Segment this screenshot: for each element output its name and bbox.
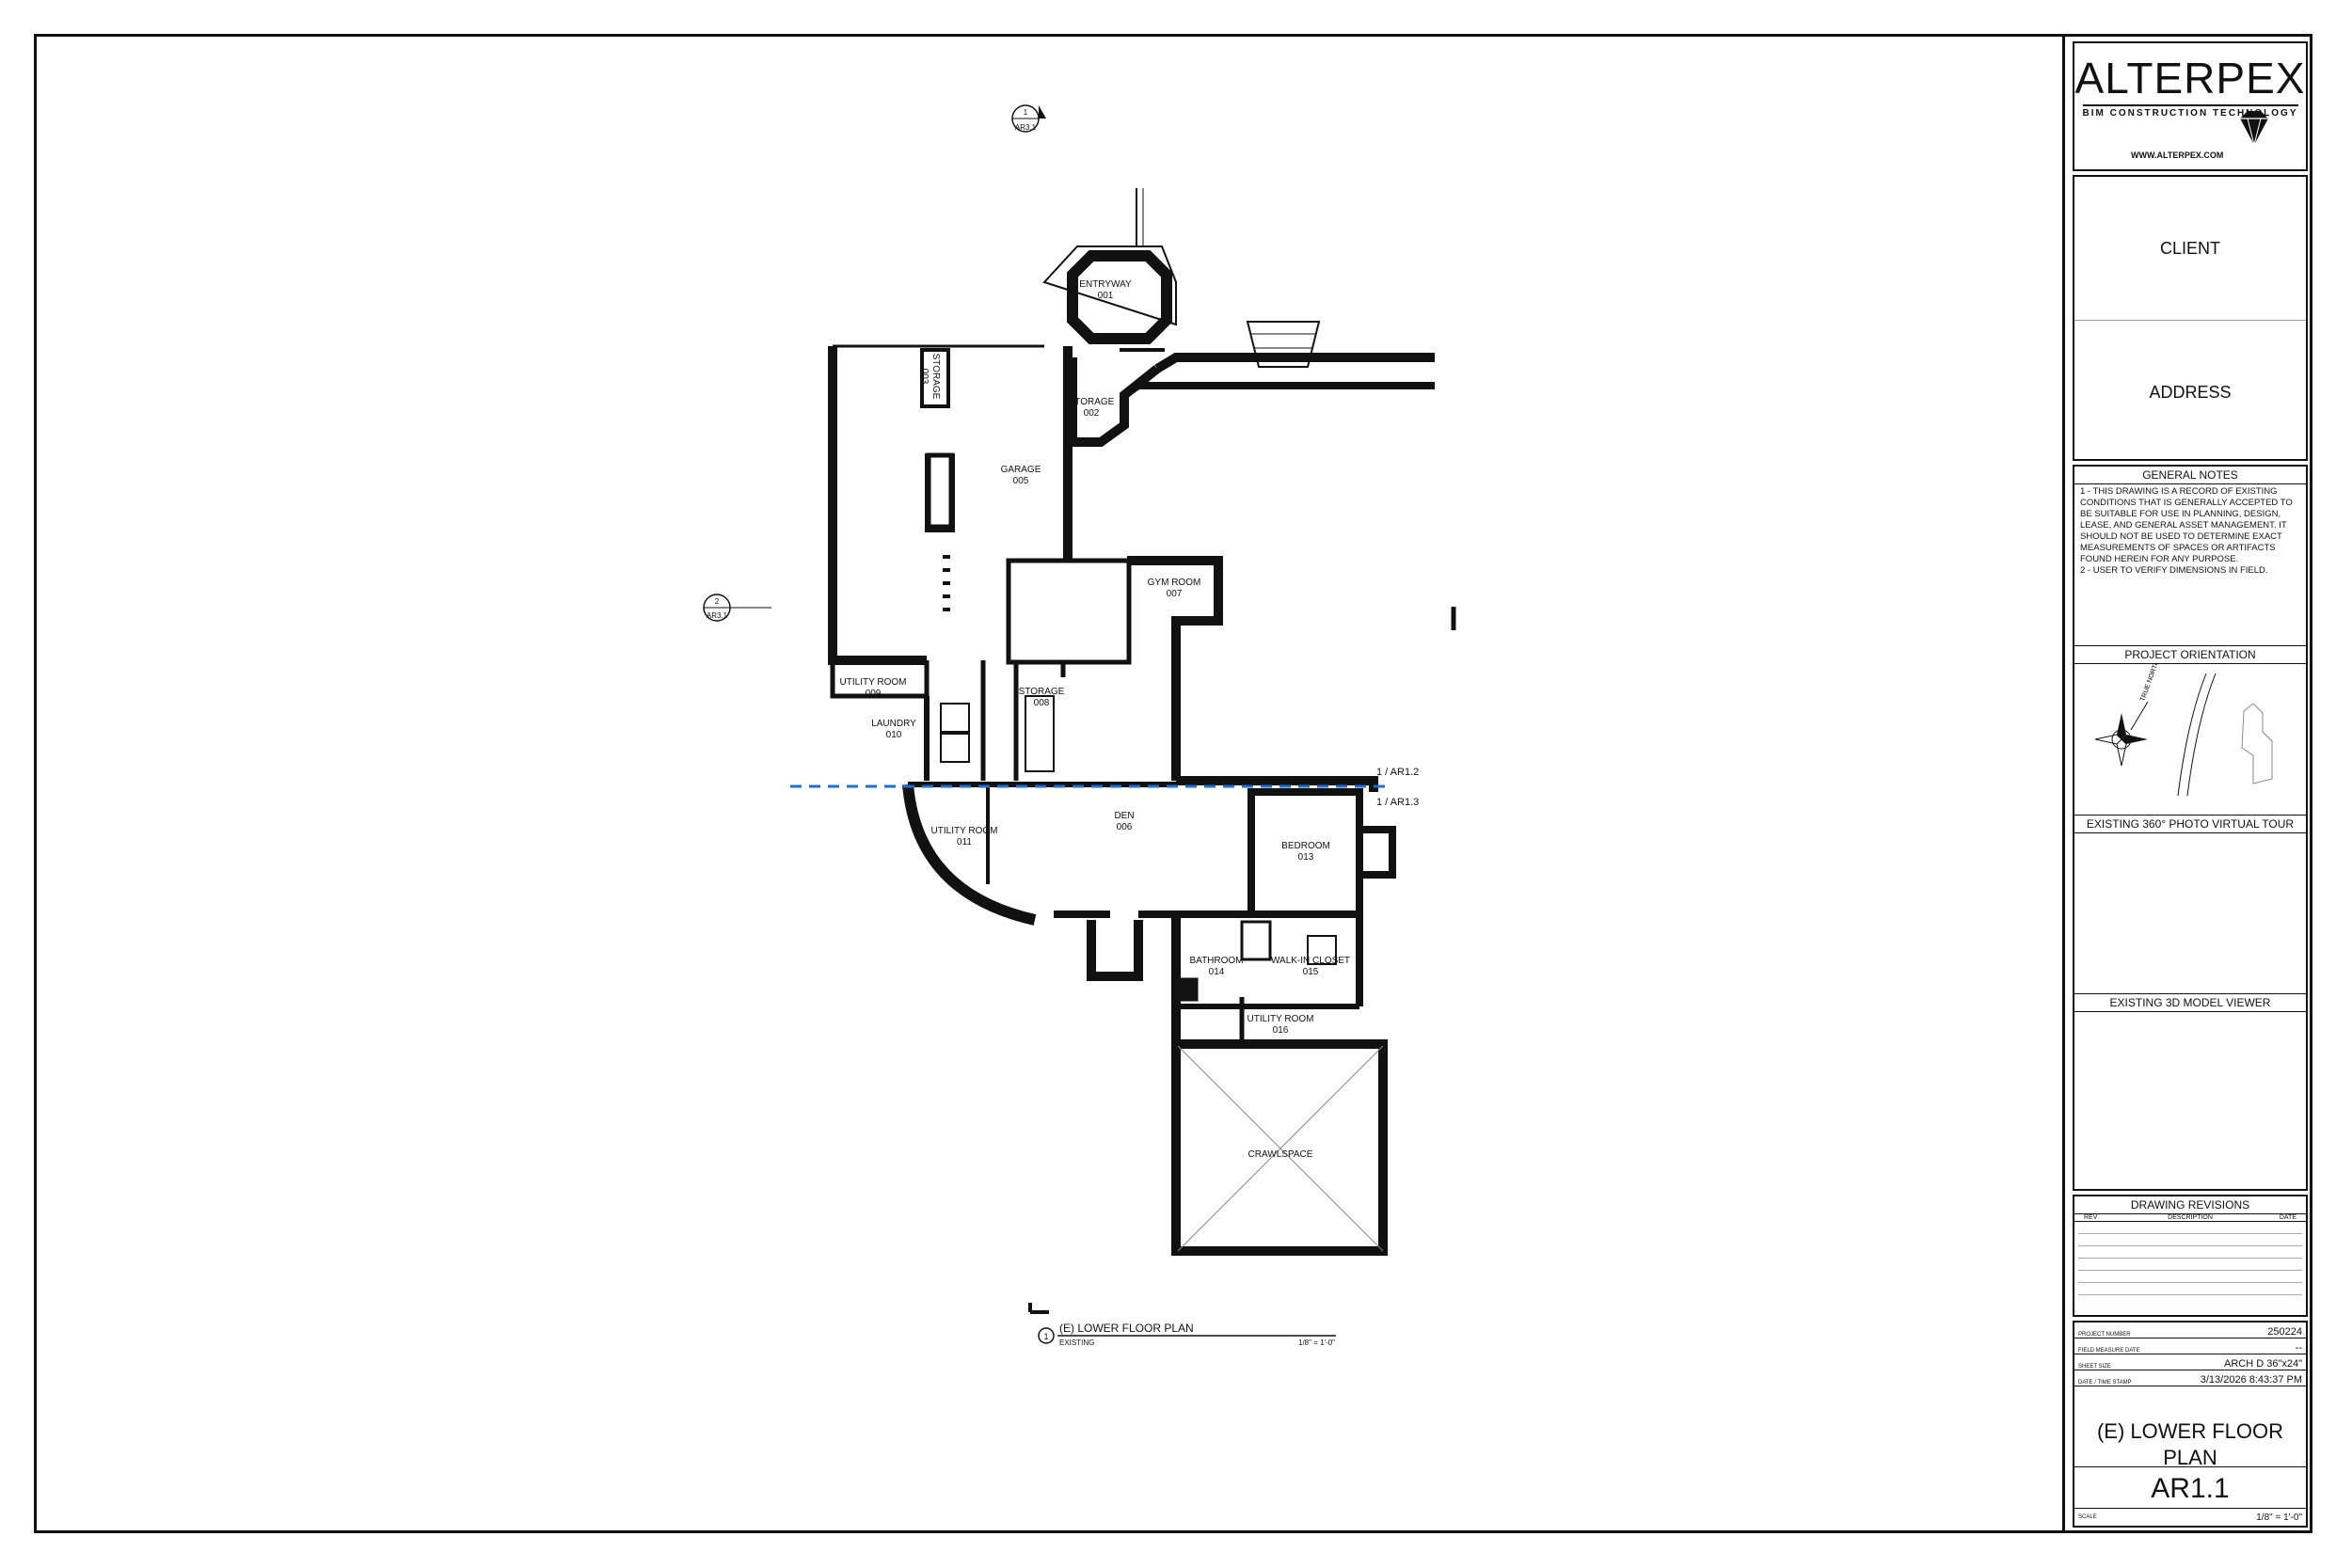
section-ref-2[interactable]: 1 / AR1.3 bbox=[1376, 797, 1419, 808]
rev-col-date: DATE bbox=[2279, 1214, 2296, 1221]
address-label: ADDRESS bbox=[2074, 320, 2306, 464]
client-label: CLIENT bbox=[2159, 238, 2220, 258]
company-logo: ALTERPEX bbox=[2074, 54, 2306, 103]
elevation-tag-1[interactable]: 1 AR3.1 bbox=[1011, 104, 1046, 133]
elevation-tag-2-num: 2 bbox=[715, 597, 720, 606]
garage-wall bbox=[828, 346, 927, 665]
revisions-box: DRAWING REVISIONS REV DESCRIPTION DATE bbox=[2073, 1195, 2308, 1317]
plan-subtitle: EXISTING bbox=[1059, 1338, 1094, 1347]
section-ref-1[interactable]: 1 / AR1.2 bbox=[1376, 767, 1419, 778]
rev-col-desc: DESCRIPTION bbox=[2168, 1214, 2213, 1221]
compass-icon: TRUE NORTH bbox=[2094, 659, 2273, 797]
logo-box: ALTERPEX BIM CONSTRUCTION TECHNOLOGY WWW… bbox=[2073, 41, 2308, 171]
sheet-title: (E) LOWER FLOOR PLAN bbox=[2096, 1419, 2283, 1469]
revisions-title: DRAWING REVISIONS bbox=[2074, 1196, 2306, 1214]
client-box: CLIENT ADDRESS bbox=[2073, 175, 2308, 461]
general-notes-text: 1 - THIS DRAWING IS A RECORD OF EXISTING… bbox=[2080, 486, 2293, 576]
model-viewer-title[interactable]: EXISTING 3D MODEL VIEWER bbox=[2074, 994, 2306, 1012]
timestamp-row: DATE / TIME STAMP 3/13/2026 8:43:37 PM bbox=[2074, 1370, 2306, 1386]
rev-col-rev: REV bbox=[2084, 1214, 2098, 1221]
sheet-size-row: SHEET SIZE ARCH D 36"x24" bbox=[2074, 1354, 2306, 1370]
true-north-label: TRUE NORTH bbox=[2139, 664, 2160, 703]
room-crawlspace: CRAWLSPACE bbox=[1248, 1149, 1313, 1160]
title-block: ALTERPEX BIM CONSTRUCTION TECHNOLOGY WWW… bbox=[2062, 34, 2312, 1533]
project-orientation-title: PROJECT ORIENTATION bbox=[2074, 646, 2306, 664]
plan-number: 1 bbox=[1043, 1332, 1048, 1341]
plan-scale: 1/8" = 1'-0" bbox=[1298, 1338, 1335, 1347]
sheet-number: AR1.1 bbox=[2074, 1466, 2306, 1505]
elevation-tag-2-sheet: AR3.1 bbox=[707, 611, 728, 620]
scale-row: SCALE 1/8" = 1'-0" bbox=[2074, 1508, 2306, 1526]
elevation-tag-1-sheet: AR3.1 bbox=[1015, 123, 1037, 132]
sheet-border bbox=[34, 34, 2312, 1533]
sheet-size: ARCH D 36"x24" bbox=[2223, 1358, 2302, 1370]
sheet-info-box: PROJECT NUMBER 250224 FIELD MEASURE DATE… bbox=[2073, 1321, 2308, 1528]
revisions-header: REV DESCRIPTION DATE bbox=[2074, 1214, 2306, 1222]
den-curved-wall bbox=[902, 784, 1037, 926]
virtual-tour-title[interactable]: EXISTING 360° PHOTO VIRTUAL TOUR bbox=[2074, 816, 2306, 833]
company-website[interactable]: WWW.ALTERPEX.COM bbox=[2131, 150, 2224, 160]
company-tagline: BIM CONSTRUCTION TECHNOLOGY bbox=[2082, 104, 2298, 119]
diamond-icon bbox=[2240, 111, 2268, 146]
room-storage-003: STORAGE003 bbox=[919, 354, 941, 400]
plan-title: (E) LOWER FLOOR PLAN bbox=[1059, 1322, 1194, 1335]
elevation-tag-2[interactable]: 2 AR3.1 bbox=[703, 594, 771, 622]
notes-box: GENERAL NOTES 1 - THIS DRAWING IS A RECO… bbox=[2073, 465, 2308, 1191]
field-measure-date: -- bbox=[2295, 1342, 2302, 1354]
project-number-row: PROJECT NUMBER 250224 bbox=[2074, 1323, 2306, 1338]
entryway-wall bbox=[1067, 250, 1172, 344]
elevation-tag-1-num: 1 bbox=[1024, 108, 1028, 117]
plan-title-block: 1 (E) LOWER FLOOR PLAN EXISTING 1/8" = 1… bbox=[1038, 1322, 1336, 1347]
field-measure-row: FIELD MEASURE DATE -- bbox=[2074, 1338, 2306, 1354]
crawlspace-outline bbox=[1176, 1044, 1385, 1253]
timestamp: 3/13/2026 8:43:37 PM bbox=[2200, 1374, 2302, 1386]
sheet-scale: 1/8" = 1'-0" bbox=[2256, 1512, 2302, 1523]
project-number: 250224 bbox=[2267, 1326, 2302, 1338]
general-notes-title: GENERAL NOTES bbox=[2074, 467, 2306, 484]
